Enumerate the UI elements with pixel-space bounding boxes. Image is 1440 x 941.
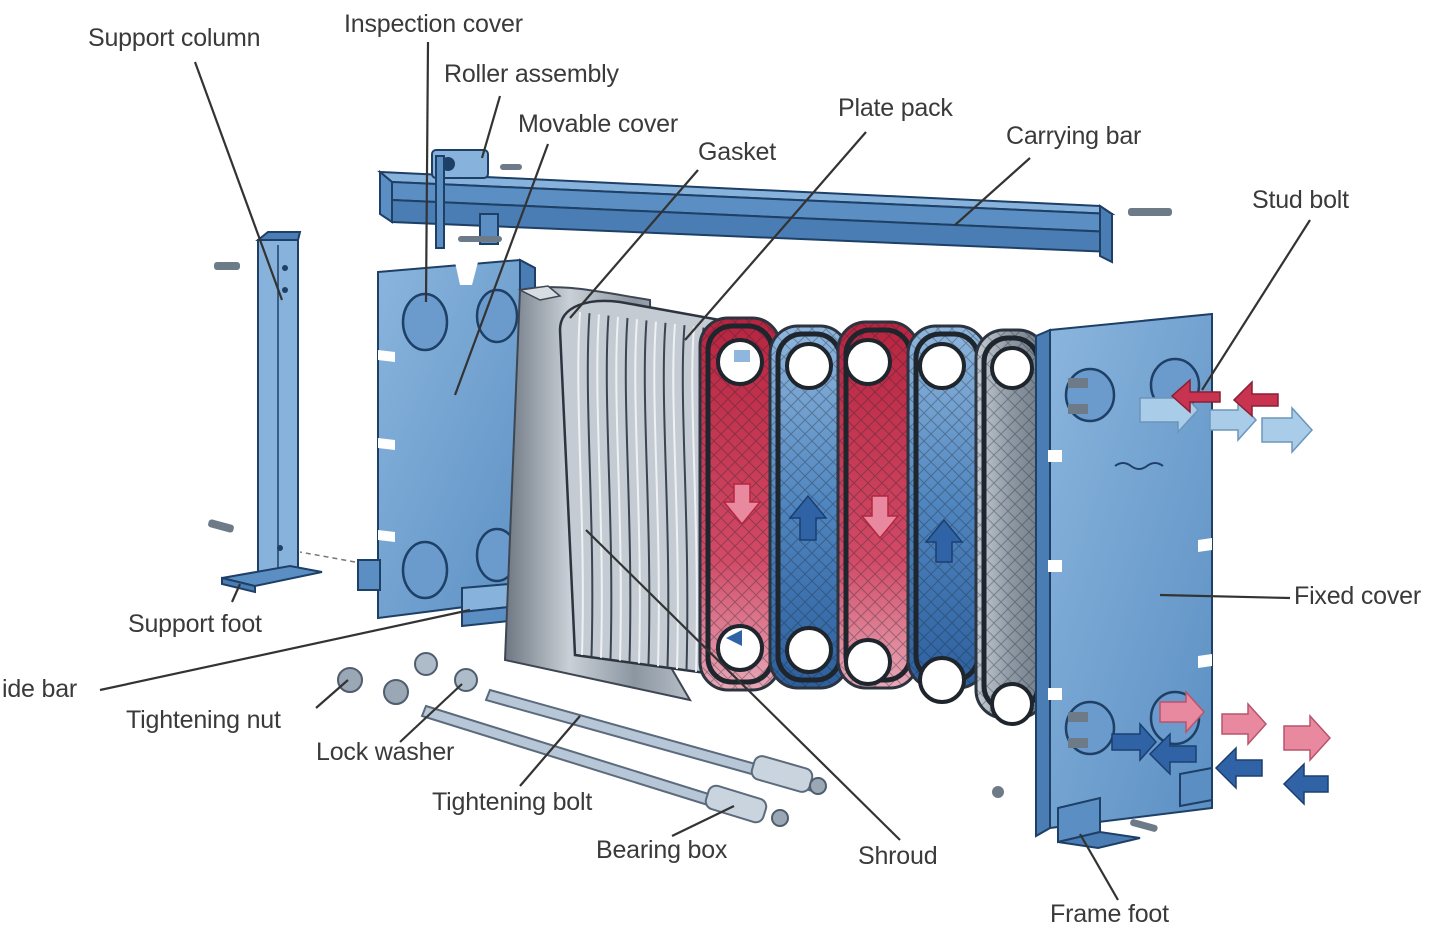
plate-edge [672, 323, 679, 670]
plate-edge [643, 320, 651, 665]
plate-edge [605, 315, 613, 660]
roller-assembly [431, 149, 522, 249]
lock-washers [414, 652, 478, 692]
inlet-arrows [1111, 690, 1332, 806]
plate-edge [596, 314, 603, 658]
plate-pack [558, 299, 722, 677]
carrying-bar [377, 169, 1172, 264]
label-plate-pack: Plate pack [838, 94, 953, 122]
plate-edge [577, 311, 584, 656]
label-fixed-cover: Fixed cover [1294, 582, 1422, 610]
label-support-foot: Support foot [128, 610, 262, 638]
bearing-box [704, 755, 827, 827]
plate-edge [586, 313, 594, 657]
label-bearing-box: Bearing box [596, 836, 728, 864]
label-shroud: Shroud [858, 842, 938, 870]
plate-edge [691, 326, 698, 672]
support-bolts [208, 262, 240, 533]
leader-lines [99, 41, 1311, 901]
frame-foot [992, 766, 1213, 850]
label-gasket: Gasket [698, 138, 776, 166]
plate-edge [653, 321, 660, 667]
label-tightening-nut: Tightening nut [126, 706, 281, 734]
plate-edge [634, 319, 641, 664]
outlet-arrows [1139, 378, 1314, 454]
label-support-column: Support column [88, 24, 261, 52]
cold-flow-arrow-icon [726, 494, 964, 646]
hot-flow-arrow-icon [722, 350, 900, 540]
plate-edge [681, 325, 689, 671]
support-column [255, 231, 302, 576]
label-frame-foot: Frame foot [1050, 900, 1169, 928]
label-stud-bolt: Stud bolt [1252, 186, 1349, 214]
tightening-nuts [337, 667, 409, 705]
plate-edge [615, 316, 622, 661]
label-lock-washer: Lock washer [316, 738, 455, 766]
label-tightening-bolt: Tightening bolt [432, 788, 593, 816]
label-carrying-bar: Carrying bar [1006, 122, 1142, 150]
label-guide-bar: ide bar [2, 675, 78, 703]
label-movable-cover: Movable cover [518, 110, 678, 138]
label-inspection-cover: Inspection cover [344, 10, 523, 38]
label-roller-assembly: Roller assembly [444, 60, 619, 88]
stud-bolt [1068, 378, 1088, 748]
plate-edge [624, 317, 632, 663]
plate-cold-2 [906, 324, 988, 704]
